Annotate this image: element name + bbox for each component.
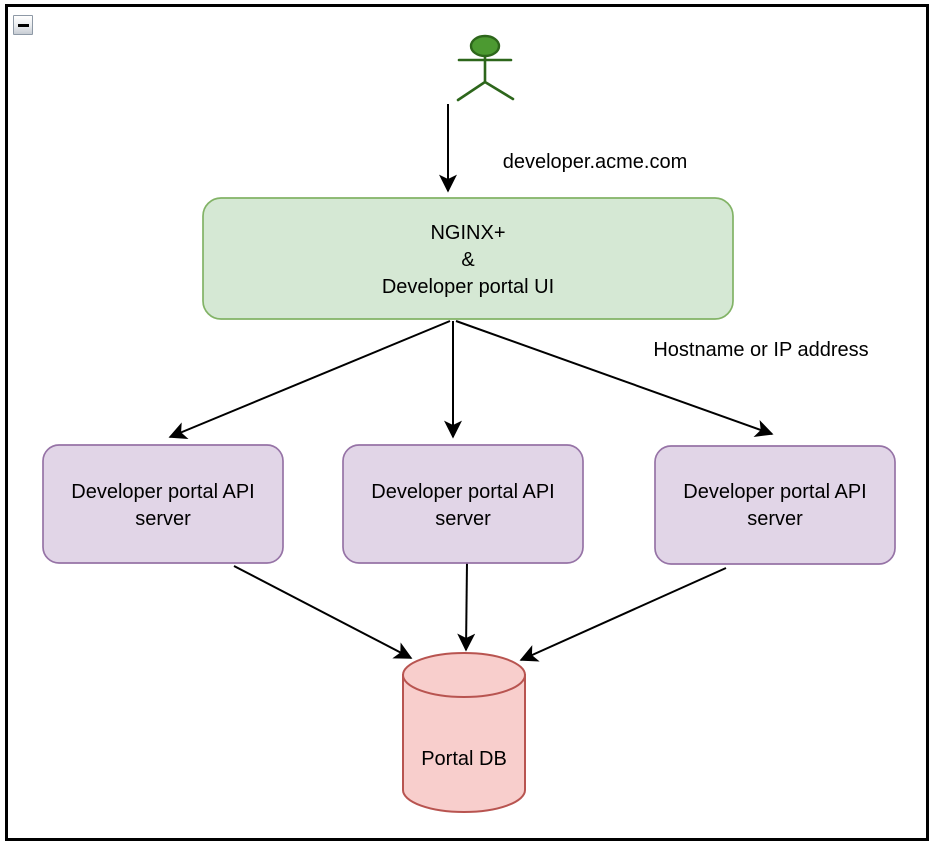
api-server-1-label-line-2: server xyxy=(135,508,191,530)
actor-user[interactable] xyxy=(456,34,515,102)
actor-head[interactable] xyxy=(469,34,501,58)
node-api-server-2[interactable]: Developer portal API server xyxy=(342,444,584,564)
api-server-1-label-line-1: Developer portal API xyxy=(71,481,254,503)
edge-api-server-1-to-db[interactable] xyxy=(233,565,413,659)
api-server-1-shape[interactable] xyxy=(42,444,284,564)
node-api-server-1[interactable]: Developer portal API server xyxy=(42,444,284,564)
edges xyxy=(168,104,774,662)
edge-gateway-to-api-server-1[interactable] xyxy=(168,320,451,440)
edge-api-server-3-to-db[interactable] xyxy=(519,567,727,662)
gateway-node-shape[interactable] xyxy=(202,197,734,320)
gateway-label-line-2: & xyxy=(461,249,475,271)
api-server-2-label-line-1: Developer portal API xyxy=(371,481,554,503)
edge-label-domain: developer.acme.com xyxy=(503,151,688,173)
gateway-label-line-3: Developer portal UI xyxy=(382,276,554,298)
node-database[interactable]: Portal DB xyxy=(402,652,526,813)
edge-label-hostname: Hostname or IP address xyxy=(653,339,868,361)
edge-api-server-2-to-db[interactable] xyxy=(457,561,476,652)
database-cylinder-top[interactable] xyxy=(402,652,526,698)
database-label: Portal DB xyxy=(421,748,507,770)
node-gateway[interactable]: NGINX+ & Developer portal UI xyxy=(202,197,734,320)
api-server-2-shape[interactable] xyxy=(342,444,584,564)
database-cylinder-body[interactable] xyxy=(402,674,526,813)
api-server-3-shape[interactable] xyxy=(654,445,896,565)
actor-body[interactable] xyxy=(456,54,515,102)
api-server-2-label-line-2: server xyxy=(435,508,491,530)
gateway-label-line-1: NGINX+ xyxy=(430,222,505,244)
collapse-button[interactable] xyxy=(13,15,33,35)
api-server-3-label-line-1: Developer portal API xyxy=(683,481,866,503)
minus-icon xyxy=(17,23,29,27)
edge-gateway-to-api-server-3[interactable] xyxy=(455,320,774,437)
api-server-3-label-line-2: server xyxy=(747,508,803,530)
node-api-server-3[interactable]: Developer portal API server xyxy=(654,445,896,565)
